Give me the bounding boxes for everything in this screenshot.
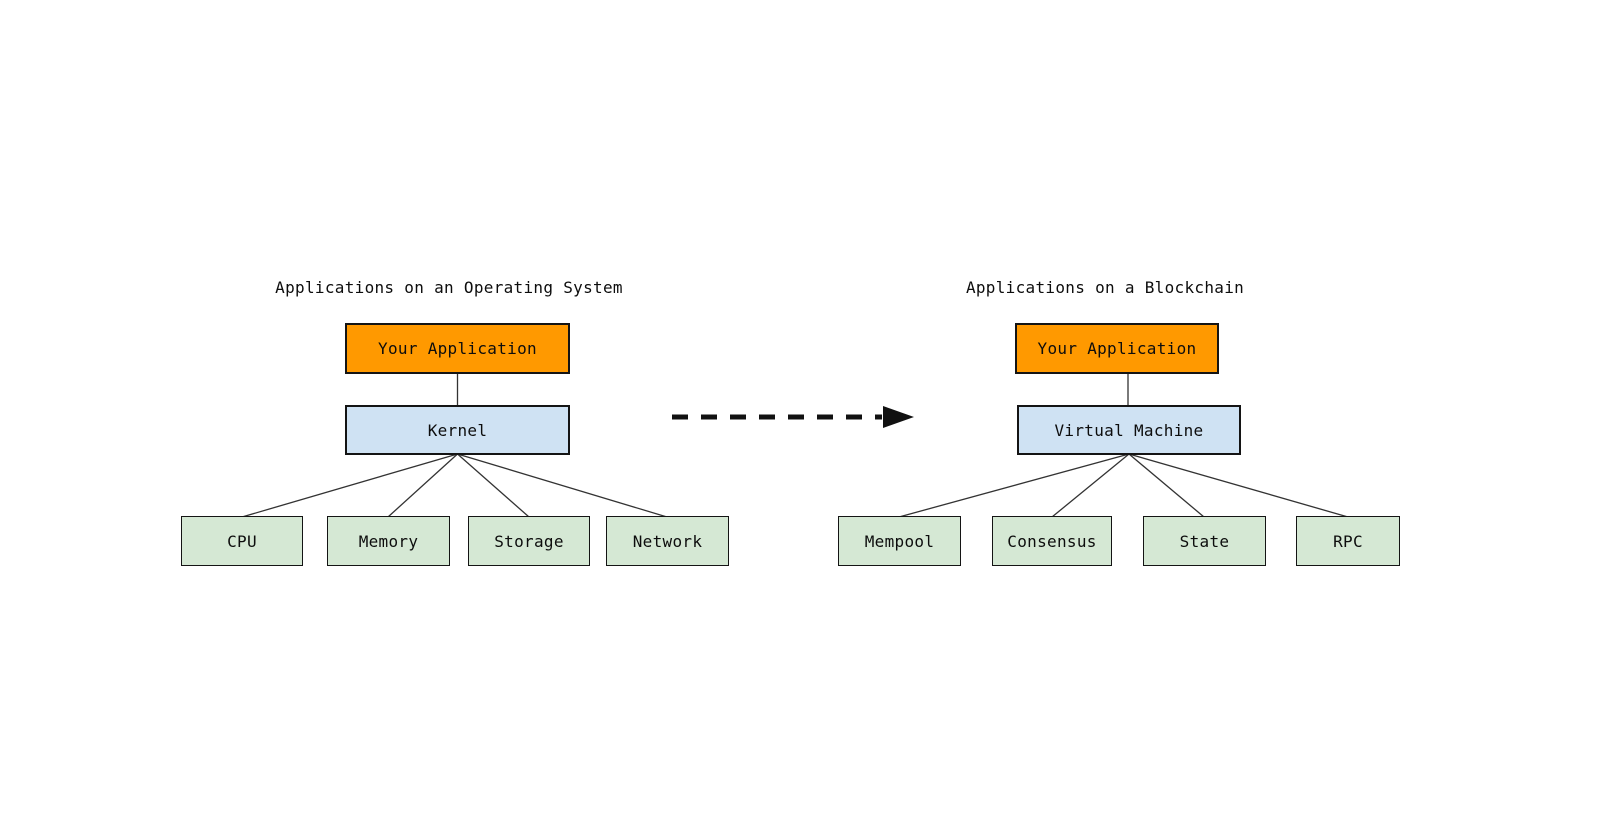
kernel-node: Kernel (345, 405, 570, 455)
consensus-node: Consensus (992, 516, 1112, 566)
memory-node: Memory (327, 516, 450, 566)
state-node: State (1143, 516, 1266, 566)
memory-label: Memory (358, 531, 419, 551)
mempool-node: Mempool (838, 516, 961, 566)
dashed-right-arrow-icon (672, 406, 914, 428)
right-fan-line-mempool (898, 453, 1130, 518)
arrow-head (883, 406, 914, 428)
consensus-label: Consensus (1007, 531, 1097, 551)
left-app-node: Your Application (345, 323, 570, 374)
rpc-label: RPC (1333, 531, 1363, 551)
right-fan-line-consensus (1051, 453, 1130, 518)
network-node: Network (606, 516, 729, 566)
state-label: State (1179, 531, 1230, 551)
left-app-label: Your Application (378, 339, 537, 358)
right-tree-title: Applications on a Blockchain (965, 278, 1245, 297)
virtual-machine-label: Virtual Machine (1054, 420, 1204, 440)
cpu-node: CPU (181, 516, 303, 566)
kernel-label: Kernel (427, 420, 488, 440)
virtual-machine-node: Virtual Machine (1017, 405, 1241, 455)
storage-label: Storage (494, 531, 564, 551)
right-app-node: Your Application (1015, 323, 1219, 374)
left-fan-line-network (457, 453, 668, 518)
left-tree-title: Applications on an Operating System (275, 278, 623, 297)
network-label: Network (632, 531, 703, 551)
right-tree-connectors (898, 373, 1349, 518)
left-fan-line-cpu (241, 453, 458, 518)
right-app-label: Your Application (1037, 339, 1197, 358)
rpc-node: RPC (1296, 516, 1400, 566)
right-fan-line-rpc (1128, 453, 1349, 518)
left-fan-line-memory (387, 453, 458, 518)
storage-node: Storage (468, 516, 590, 566)
mempool-label: Mempool (864, 531, 935, 551)
left-fan-line-storage (457, 453, 530, 518)
right-fan-line-state (1128, 453, 1205, 518)
left-tree-connectors (241, 373, 668, 518)
cpu-label: CPU (227, 531, 257, 551)
